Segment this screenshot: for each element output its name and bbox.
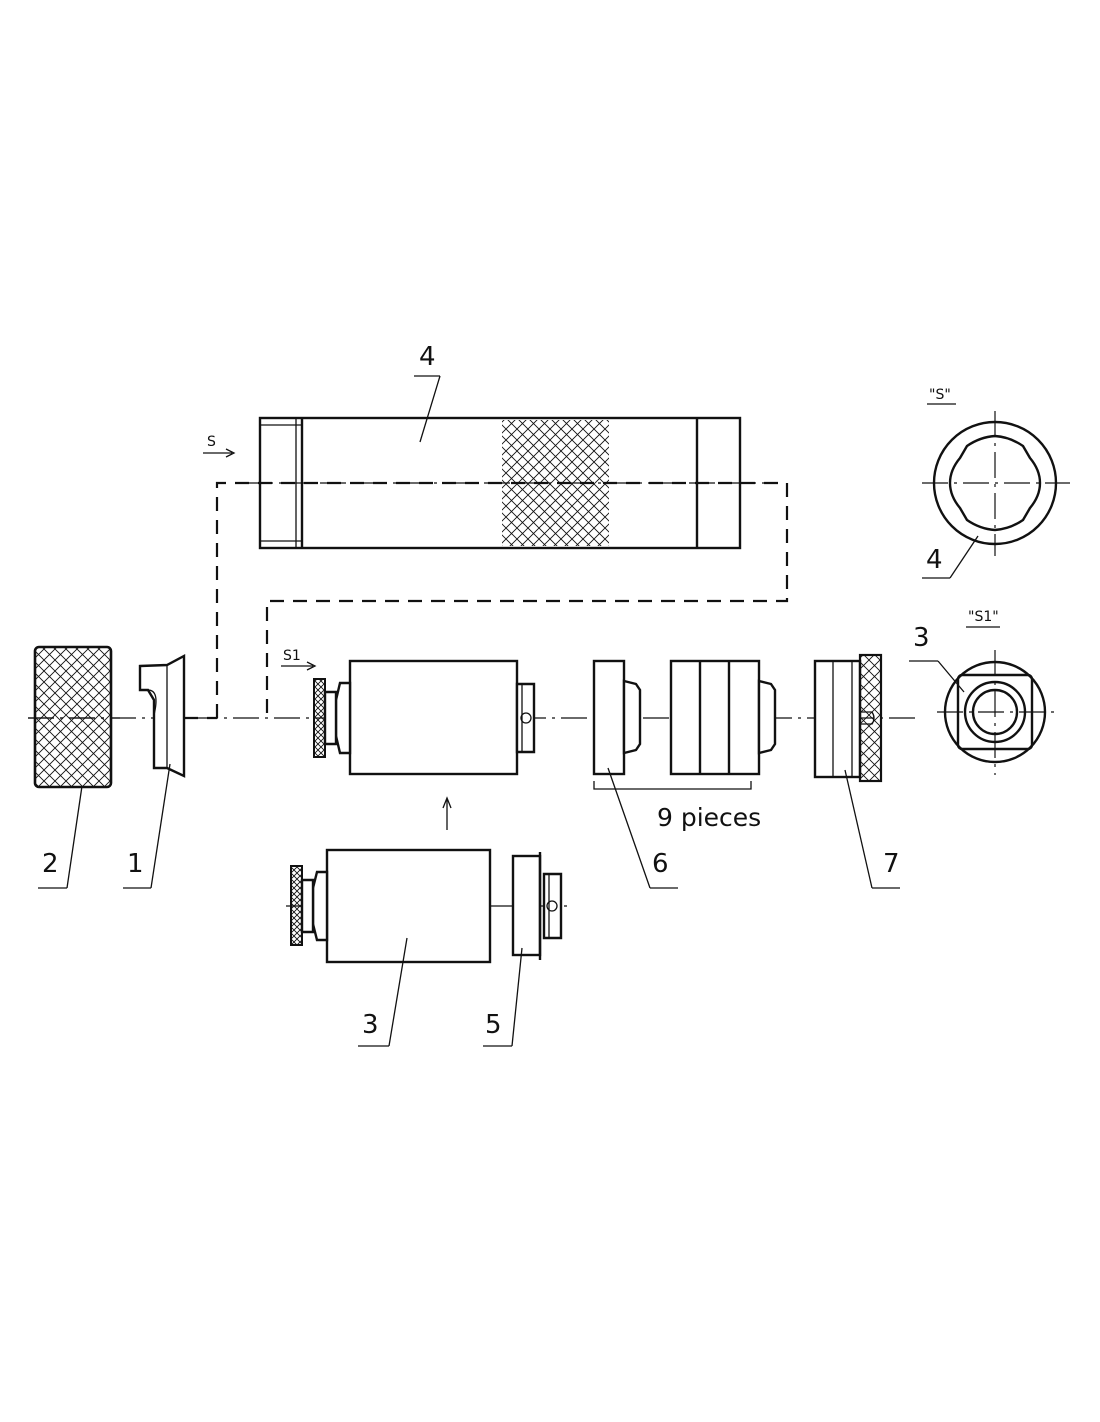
part-5-cap [511, 852, 563, 960]
part-1-bushing [138, 654, 186, 778]
callout-part-5: 5 [483, 947, 523, 1047]
section-s1-label: S1 [283, 648, 301, 664]
callout-part-1-label: 1 [127, 849, 144, 879]
quantity-note: 9 pieces [657, 803, 761, 832]
callout-end-view-4: 4 [922, 535, 979, 579]
part-6-rings [592, 659, 777, 776]
part-2-cap [28, 645, 120, 789]
detail-view-s1: "S1" [937, 609, 1058, 775]
core-assembled [313, 659, 536, 776]
section-s-marker: S [203, 434, 236, 458]
insertion-arrow [442, 796, 452, 830]
detail-view-s: "S" [922, 387, 1070, 556]
part-7-nut [813, 653, 883, 783]
callout-part-5-label: 5 [485, 1010, 502, 1040]
detail-s-title: "S" [929, 387, 951, 403]
callout-end-view-3: 3 [909, 623, 965, 693]
callout-part-2-label: 2 [42, 849, 59, 879]
detail-s1-title: "S1" [968, 609, 999, 625]
section-s1-marker: S1 [281, 648, 317, 671]
callout-part-6: 6 [607, 767, 678, 889]
part-3-core [290, 848, 492, 964]
callout-part-1: 1 [123, 763, 171, 889]
quantity-bracket: 9 pieces [593, 781, 761, 832]
callout-tube-label: 4 [419, 342, 436, 372]
assembly-path-upper [215, 481, 789, 718]
callout-part-3: 3 [358, 937, 408, 1047]
callout-end-view-3-label: 3 [913, 623, 930, 653]
section-s-label: S [207, 434, 216, 450]
callout-tube-4: 4 [414, 342, 441, 443]
callout-part-2: 2 [38, 785, 83, 889]
callout-part-3-label: 3 [362, 1010, 379, 1040]
callout-part-7-label: 7 [883, 849, 900, 879]
callout-part-6-label: 6 [652, 849, 669, 879]
callout-part-7: 7 [844, 769, 900, 889]
callout-end-view-4-label: 4 [926, 545, 943, 575]
